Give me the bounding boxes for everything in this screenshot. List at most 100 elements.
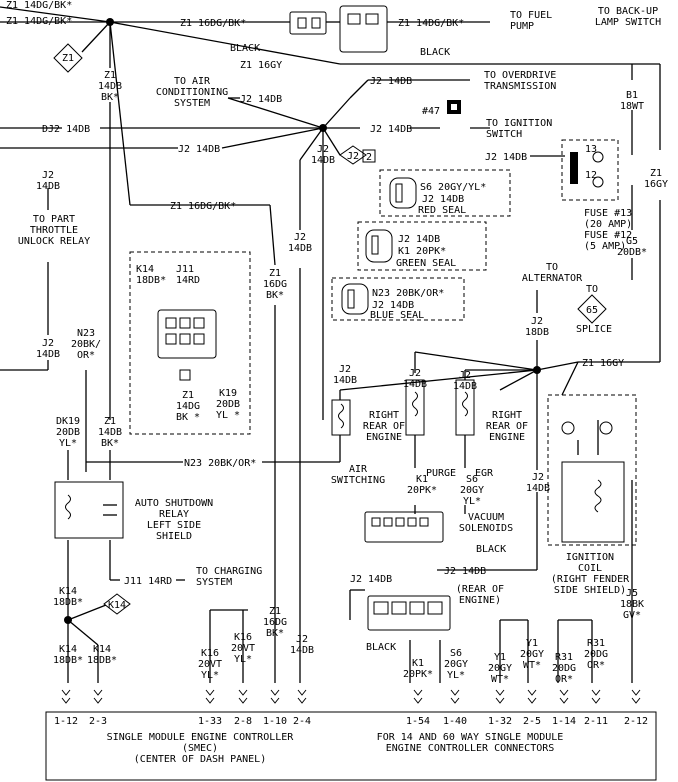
pin-connector-icon bbox=[297, 689, 307, 704]
label-j2-14db-bot: J2 14DB bbox=[350, 574, 392, 585]
label-fuse12: FUSE #12(5 AMP) bbox=[584, 230, 632, 252]
label-j2-green: J2 14DB bbox=[398, 234, 440, 245]
pin-connector-icon bbox=[559, 689, 569, 704]
controller-box bbox=[45, 711, 657, 781]
egr-coil bbox=[455, 379, 475, 436]
ignition-coil bbox=[547, 394, 637, 546]
pin-1-33: 1-33 bbox=[198, 716, 222, 727]
j2-diamond-tag bbox=[339, 145, 376, 165]
pin-2-12: 2-12 bbox=[624, 716, 648, 727]
pin-connector-icon bbox=[495, 689, 505, 704]
pin-1-10: 1-10 bbox=[263, 716, 287, 727]
vacuum-solenoid-connector bbox=[364, 511, 444, 543]
k14-diamond-tag bbox=[103, 593, 131, 615]
label-black2: BLACK bbox=[420, 47, 450, 58]
pin-2-3: 2-3 bbox=[89, 716, 107, 727]
fuse-box bbox=[561, 139, 619, 201]
label-fuse13: FUSE #13(20 AMP) bbox=[584, 208, 632, 230]
pin-connector-icon bbox=[238, 689, 248, 704]
label-blue-seal: BLUE SEAL bbox=[370, 310, 424, 321]
purge-coil bbox=[405, 379, 425, 436]
label-z1-16dg-bk-mid: Z1 16DG/BK* bbox=[170, 201, 236, 212]
pin-connector-icon bbox=[205, 689, 215, 704]
pin-connector-icon bbox=[413, 689, 423, 704]
label-n23-label: N23 20BK/OR* bbox=[372, 288, 444, 299]
j11-module bbox=[129, 251, 251, 435]
pin-connector-icon bbox=[270, 689, 280, 704]
pin-connector-icon bbox=[631, 689, 641, 704]
pin-connector-icon bbox=[591, 689, 601, 704]
splice-65-icon bbox=[577, 294, 607, 324]
label-splice-num: 65 bbox=[586, 305, 598, 316]
label-black3: BLACK bbox=[476, 544, 506, 555]
label-j2-14db-d: J2 14DB bbox=[485, 152, 527, 163]
rear-engine-connector bbox=[367, 595, 451, 631]
air-switching-coil bbox=[331, 399, 351, 436]
label-black1: BLACK bbox=[230, 43, 260, 54]
label-j2-tag: J2 bbox=[347, 151, 359, 162]
controller-label-left: SINGLE MODULE ENGINE CONTROLLER(SMEC)(CE… bbox=[107, 732, 295, 765]
label-j11-14rd-h: J11 14RD bbox=[124, 576, 172, 587]
connector-47-icon bbox=[447, 100, 461, 114]
label-z1-tag: Z1 bbox=[62, 53, 74, 64]
z1-diamond-tag bbox=[53, 43, 83, 73]
pin-1-32: 1-32 bbox=[488, 716, 512, 727]
pin-connector-icon bbox=[527, 689, 537, 704]
label-fuse-pin13: 13 bbox=[585, 144, 597, 155]
label-j2-14db-a: J2 14DB bbox=[240, 94, 282, 105]
pin-1-14: 1-14 bbox=[552, 716, 576, 727]
label-to-splice: TO bbox=[586, 284, 598, 295]
label-z1-16gy-top: Z1 16GY bbox=[240, 60, 282, 71]
labels: Z1 14DG/BK*Z1 14DG/BK*Z1 16DG/BK*Z1 14DG… bbox=[6, 0, 668, 765]
label-n23-20bk-or-h: N23 20BK/OR* bbox=[184, 458, 256, 469]
fuel-pump-connector bbox=[289, 5, 388, 53]
label-red-seal: RED SEAL bbox=[418, 205, 466, 216]
label-j2-blue: J2 14DB bbox=[372, 300, 414, 311]
label-black4: BLACK bbox=[366, 642, 396, 653]
pin-connector-icon bbox=[61, 689, 71, 704]
pin-1-12: 1-12 bbox=[54, 716, 78, 727]
label-j2-14db-b: J2 14DB bbox=[370, 76, 412, 87]
pin-2-11: 2-11 bbox=[584, 716, 608, 727]
